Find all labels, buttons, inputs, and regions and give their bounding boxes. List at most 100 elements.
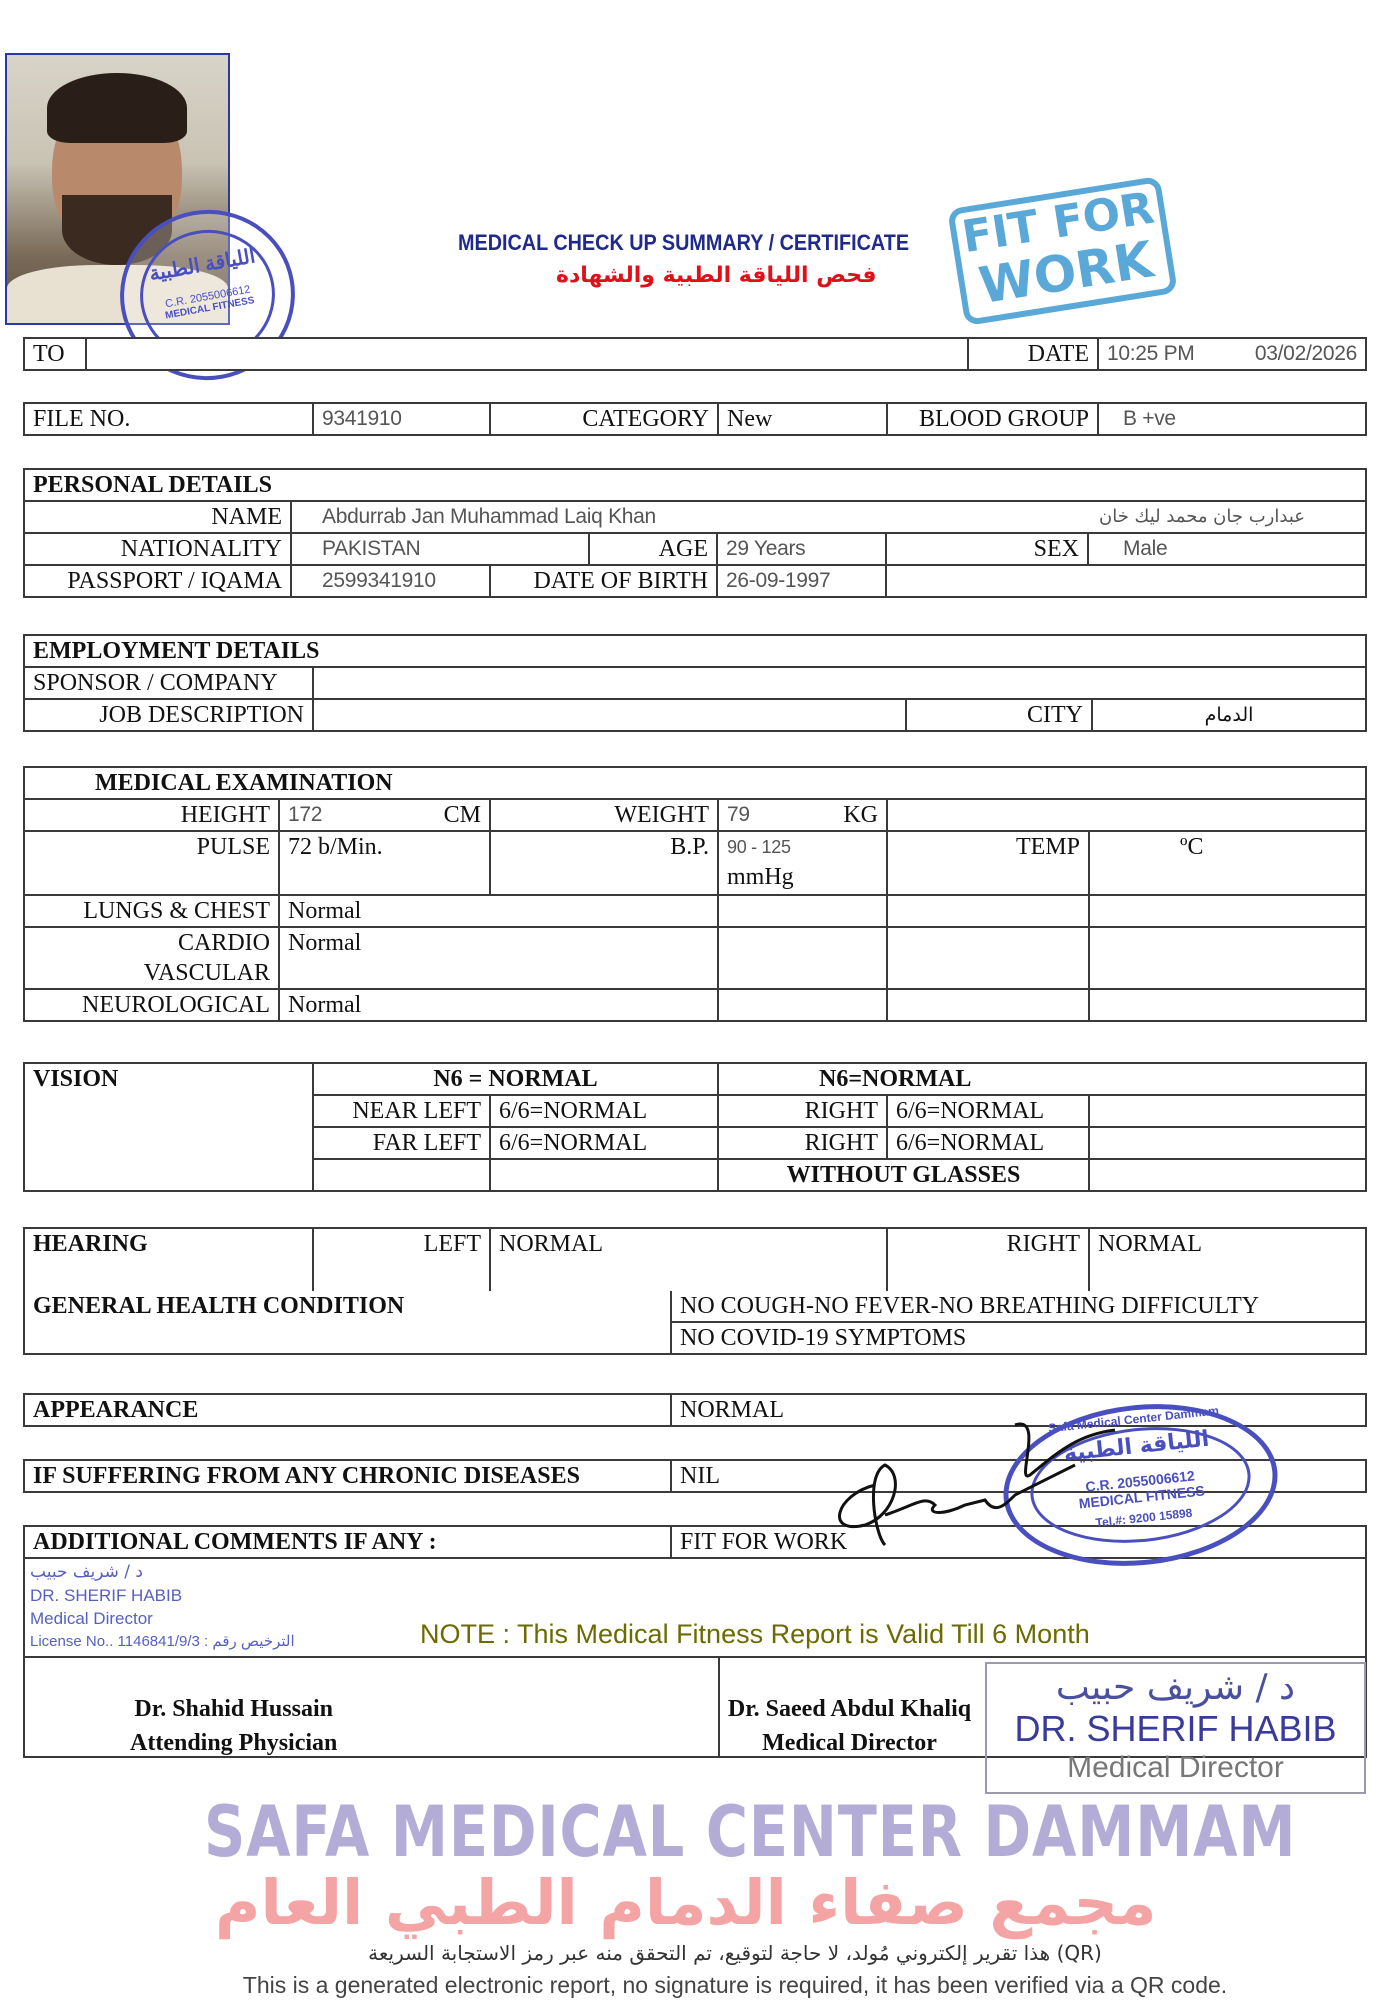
validity-note: NOTE : This Medical Fitness Report is Va… bbox=[420, 1619, 1090, 1649]
cardio-label-line: VASCULAR bbox=[143, 960, 270, 986]
appearance-value: NORMAL bbox=[672, 1395, 1365, 1425]
stamp-line: د / شريف حبيب bbox=[1055, 1667, 1296, 1708]
physician-role: Attending Physician bbox=[130, 1730, 338, 1756]
footer-note-en: This is a generated electronic report, n… bbox=[242, 1972, 1228, 1998]
lungs-value: Normal bbox=[280, 896, 717, 926]
director-role: Medical Director bbox=[762, 1730, 937, 1756]
hearing-right-label: RIGHT bbox=[888, 1229, 1088, 1291]
personal-details: PERSONAL DETAILS NAME Abdurrab Jan Muham… bbox=[23, 468, 1367, 598]
passport-value: 2599341910 bbox=[292, 566, 489, 596]
section-heading: MEDICAL EXAMINATION bbox=[25, 768, 1365, 798]
general-health-section: GENERAL HEALTH CONDITION NO COUGH-NO FEV… bbox=[23, 1291, 1367, 1355]
vision-left-head: N6 = NORMAL bbox=[314, 1064, 717, 1094]
category-label: CATEGORY bbox=[491, 404, 717, 434]
hearing-left-value: NORMAL bbox=[491, 1229, 886, 1291]
hearing-section: HEARING LEFT NORMAL RIGHT NORMAL bbox=[23, 1227, 1367, 1293]
pulse-value: 72 b/Min. bbox=[280, 832, 489, 894]
employment-details: EMPLOYMENT DETAILS SPONSOR / COMPANY JOB… bbox=[23, 634, 1367, 732]
name-value: Abdurrab Jan Muhammad Laiq Khan عبدارب جا… bbox=[292, 502, 1365, 532]
bp-unit: mmHg bbox=[727, 864, 794, 890]
comments-label: ADDITIONAL COMMENTS IF ANY : bbox=[25, 1527, 670, 1557]
far-right-label: RIGHT bbox=[719, 1128, 886, 1158]
cardio-label: CARDIO VASCULAR bbox=[25, 928, 278, 988]
footer-note-ar: هذا تقرير إلكتروني مُولد، لا حاجة لتوقيع… bbox=[368, 1941, 1102, 1965]
glasses-note: WITHOUT GLASSES bbox=[719, 1160, 1088, 1190]
stamp-line: License No.. 1146841/9/3 : الترخيص رقم bbox=[30, 1633, 295, 1650]
bp-value: 90 - 125 bbox=[727, 837, 791, 857]
name-label: NAME bbox=[25, 502, 290, 532]
hearing-right-value: NORMAL bbox=[1090, 1229, 1365, 1291]
sponsor-label: SPONSOR / COMPANY bbox=[25, 668, 312, 698]
near-left-value: 6/6=NORMAL bbox=[491, 1096, 717, 1126]
blood-label: BLOOD GROUP bbox=[888, 404, 1097, 434]
general-line: NO COUGH-NO FEVER-NO BREATHING DIFFICULT… bbox=[672, 1291, 1365, 1321]
dob-label: DATE OF BIRTH bbox=[491, 566, 716, 596]
watermark-ar: مجمع صفاء الدمام الطبي العام bbox=[215, 1866, 1157, 1939]
dob-value: 26-09-1997 bbox=[718, 566, 885, 596]
name-ar: عبدارب جان محمد ليك خان bbox=[1098, 506, 1305, 527]
height-label: HEIGHT bbox=[25, 800, 278, 830]
general-label: GENERAL HEALTH CONDITION bbox=[25, 1291, 670, 1353]
file-label: FILE NO. bbox=[25, 404, 312, 434]
title-en: MEDICAL CHECK UP SUMMARY / CERTIFICATE bbox=[458, 230, 910, 255]
neuro-value: Normal bbox=[280, 990, 717, 1020]
to-label: TO bbox=[25, 339, 85, 369]
director-name: Dr. Saeed Abdul Khaliq bbox=[727, 1696, 972, 1722]
sex-value: Male bbox=[1089, 534, 1365, 564]
stamp-line: Medical Director bbox=[30, 1609, 153, 1628]
hearing-label: HEARING bbox=[25, 1229, 312, 1291]
stamp-line: DR. SHERIF HABIB bbox=[30, 1586, 183, 1605]
patient-photo bbox=[5, 53, 230, 325]
signature-scribble bbox=[838, 1422, 1116, 1547]
temp-unit: ºC bbox=[1090, 832, 1365, 894]
temp-label: TEMP bbox=[888, 832, 1088, 894]
watermark-en: SAFA MEDICAL CENTER DAMMAM bbox=[204, 1791, 1297, 1873]
right-doctor-stamp: د / شريف حبيب DR. SHERIF HABIB Medical D… bbox=[985, 1662, 1366, 1794]
physician-name: Dr. Shahid Hussain bbox=[134, 1696, 333, 1722]
age-label: AGE bbox=[590, 534, 716, 564]
city-value: الدمام bbox=[1093, 700, 1365, 730]
vision-section: VISION N6 = NORMAL N6=NORMAL NEAR LEFT 6… bbox=[23, 1062, 1367, 1192]
far-left-value: 6/6=NORMAL bbox=[491, 1128, 717, 1158]
comments-row: ADDITIONAL COMMENTS IF ANY : FIT FOR WOR… bbox=[23, 1525, 1367, 1559]
job-label: JOB DESCRIPTION bbox=[25, 700, 312, 730]
blood-value: B +ve bbox=[1099, 404, 1365, 434]
section-heading: PERSONAL DETAILS bbox=[25, 470, 1365, 500]
file-value: 9341910 bbox=[314, 404, 489, 434]
stamp-line: DR. SHERIF HABIB bbox=[1014, 1708, 1337, 1749]
category-value: New bbox=[719, 404, 886, 434]
bp-label: B.P. bbox=[491, 832, 717, 894]
name-en: Abdurrab Jan Muhammad Laiq Khan bbox=[322, 505, 656, 528]
weight-value: 79 bbox=[727, 803, 750, 826]
chronic-value: NIL bbox=[672, 1461, 1365, 1491]
vision-label: VISION bbox=[25, 1064, 312, 1190]
vision-right-head: N6=NORMAL bbox=[719, 1064, 1365, 1094]
pulse-label: PULSE bbox=[25, 832, 278, 894]
city-label: CITY bbox=[907, 700, 1091, 730]
comments-value: FIT FOR WORK bbox=[672, 1527, 1365, 1557]
far-left-label: FAR LEFT bbox=[314, 1128, 489, 1158]
fit-for-work-stamp: FIT FOR WORK bbox=[947, 175, 1178, 327]
date-label: DATE bbox=[969, 339, 1097, 369]
left-doctor-stamp: د / شريف حبيب DR. SHERIF HABIB Medical D… bbox=[30, 1561, 295, 1653]
to-value bbox=[87, 339, 967, 369]
bp-cell: 90 - 125 mmHg bbox=[719, 832, 886, 894]
age-value: 29 Years bbox=[718, 534, 885, 564]
near-right-value: 6/6=NORMAL bbox=[888, 1096, 1088, 1126]
appearance-label: APPEARANCE bbox=[25, 1395, 670, 1425]
weight-label: WEIGHT bbox=[491, 800, 717, 830]
lungs-label: LUNGS & CHEST bbox=[25, 896, 278, 926]
stamp-line: د / شريف حبيب bbox=[30, 1562, 143, 1582]
chronic-row: IF SUFFERING FROM ANY CHRONIC DISEASES N… bbox=[23, 1459, 1367, 1493]
neuro-label: NEUROLOGICAL bbox=[25, 990, 278, 1020]
appearance-row: APPEARANCE NORMAL bbox=[23, 1393, 1367, 1427]
job-value bbox=[314, 700, 905, 730]
cardio-label-line: CARDIO bbox=[177, 930, 270, 956]
nationality-label: NATIONALITY bbox=[25, 534, 290, 564]
file-row: FILE NO. 9341910 CATEGORY New BLOOD GROU… bbox=[23, 402, 1367, 436]
stamp-line: Medical Director bbox=[1067, 1751, 1284, 1784]
director-signature: Dr. Saeed Abdul Khaliq Medical Director bbox=[722, 1692, 977, 1760]
section-heading: EMPLOYMENT DETAILS bbox=[25, 636, 1365, 666]
